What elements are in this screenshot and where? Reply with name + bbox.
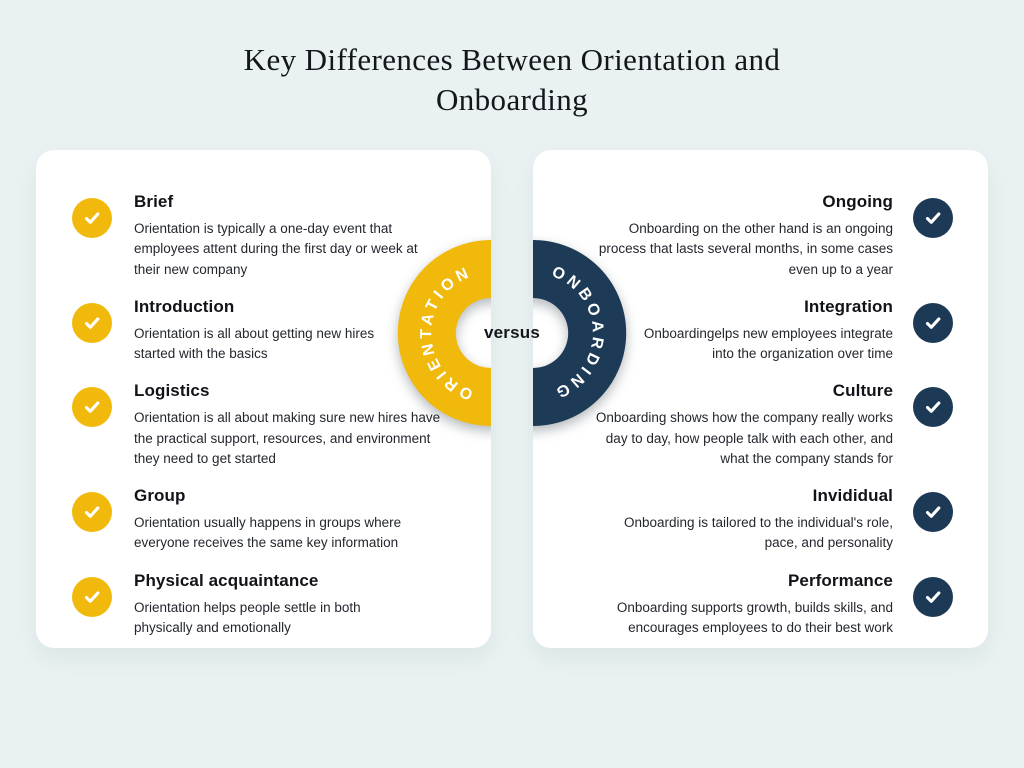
item-heading: Group — [134, 486, 186, 505]
check-icon — [72, 576, 112, 617]
versus-label: versus — [483, 323, 541, 342]
list-item: Group Orientation usually happens in gro… — [72, 486, 447, 554]
item-heading: Introduction — [134, 296, 235, 316]
list-item: Integration Onboardingelps new employees… — [577, 297, 953, 365]
item-body: Onboarding supports growth, builds skill… — [616, 599, 893, 635]
check-icon — [72, 198, 112, 238]
item-body: Onboarding on the other hand is an ongoi… — [598, 221, 893, 277]
check-icon — [72, 302, 112, 343]
item-heading: Brief — [134, 192, 174, 211]
item-body: Orientation helps people settle in both … — [134, 599, 361, 635]
item-heading: Integration — [804, 296, 893, 316]
list-item: Invididual Onboarding is tailored to the… — [577, 486, 953, 554]
item-body: Onboarding shows how the company really … — [595, 410, 893, 466]
item-heading: Performance — [787, 570, 893, 590]
item-heading: Physical acquaintance — [134, 570, 319, 590]
list-item: Logistics Orientation is all about makin… — [72, 381, 447, 469]
onboarding-card: Ongoing Onboarding on the other hand is … — [533, 150, 988, 648]
item-body: Onboardingelps new employees integrate i… — [643, 325, 893, 361]
check-icon — [913, 302, 953, 343]
list-item: Brief Orientation is typically a one-day… — [72, 192, 447, 280]
page-title-text: Key Differences Between Orientation and … — [243, 42, 781, 117]
item-body: Orientation is all about getting new hir… — [134, 325, 375, 361]
list-item: Culture Onboarding shows how the company… — [577, 381, 953, 469]
list-item: Physical acquaintance Orientation helps … — [72, 571, 447, 639]
orientation-card: Brief Orientation is typically a one-day… — [36, 150, 491, 648]
item-body: Orientation usually happens in groups wh… — [134, 515, 402, 551]
item-heading: Logistics — [134, 381, 210, 401]
check-icon — [913, 576, 953, 617]
list-item: Introduction Orientation is all about ge… — [72, 297, 447, 365]
check-icon — [913, 387, 953, 428]
check-icon — [72, 492, 112, 532]
item-body: Orientation is typically a one-day event… — [134, 221, 418, 277]
item-heading: Invididual — [812, 486, 893, 505]
item-body: Orientation is all about making sure new… — [134, 410, 441, 466]
item-heading: Ongoing — [822, 192, 893, 211]
check-icon — [72, 387, 112, 428]
page-title: Key Differences Between Orientation and … — [0, 40, 1024, 119]
item-heading: Culture — [832, 381, 893, 401]
list-item: Ongoing Onboarding on the other hand is … — [577, 192, 953, 280]
list-item: Performance Onboarding supports growth, … — [577, 571, 953, 639]
item-body: Onboarding is tailored to the individual… — [624, 515, 893, 551]
check-icon — [913, 198, 953, 238]
check-icon — [913, 492, 953, 532]
